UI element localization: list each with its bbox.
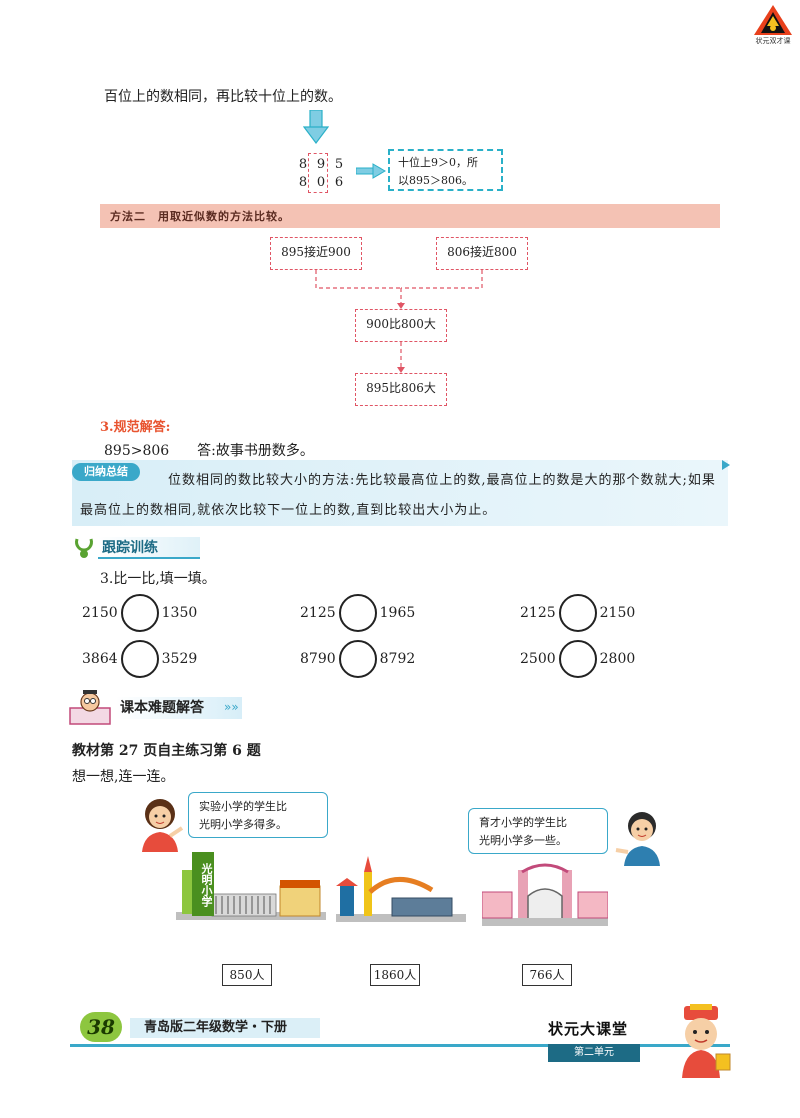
method1-conclusion-box: 十位上9＞0，所 以895＞806。 [388, 149, 503, 191]
boy-character-icon [615, 812, 660, 866]
comparison-item: 3864 3529 [82, 640, 197, 678]
girl-speech-bubble: 实验小学的学生比 光明小学多得多。 [188, 792, 328, 838]
answer-circle[interactable] [120, 594, 159, 632]
reading-owl-icon [69, 690, 111, 725]
page-number: 38 [80, 1012, 122, 1042]
chevrons-right-icon: »» [224, 700, 239, 714]
boy-speech-bubble: 育才小学的学生比 光明小学多一些。 [468, 808, 608, 854]
right-arrow-icon [356, 163, 386, 179]
method2-banner [100, 204, 720, 228]
approx-box-895: 895接近900 [270, 237, 362, 270]
down-arrow-icon [303, 110, 329, 144]
result-box: 895比806大 [355, 373, 447, 406]
section3-answer: 895>806 答:故事书册数多。 [104, 443, 314, 459]
textbook-title: 教材第 27 页自主练习第 6 题 [72, 743, 261, 759]
shiyan-school-gate-icon [336, 856, 466, 922]
tracking-question: 3.比一比,填一填。 [100, 571, 216, 587]
count-box-850: 850人 [222, 964, 272, 986]
summary-band [72, 460, 728, 526]
answer-circle[interactable] [120, 640, 159, 678]
unit-tag: 第二单元 [548, 1044, 640, 1062]
comparison-item: 2500 2800 [520, 640, 635, 678]
publisher-logo-text: 状元双才课 [755, 37, 791, 45]
publisher-logo-icon [754, 5, 792, 35]
count-box-766: 766人 [522, 964, 572, 986]
method2-label: 方法二 用取近似数的方法比较。 [110, 210, 290, 223]
summary-arrow-icon [722, 460, 730, 470]
textbook-label: 课本难题解答 [116, 697, 242, 719]
answer-circle[interactable] [338, 594, 377, 632]
comparison-item: 8790 8792 [300, 640, 415, 678]
footer-brand: 状元大课堂 [548, 1020, 629, 1038]
section3-heading: 3.规范解答: [100, 420, 171, 435]
summary-pill: 归纳总结 [72, 463, 140, 481]
comparison-item: 2150 1350 [82, 594, 197, 632]
method1-intro: 百位上的数相同，再比较十位上的数。 [104, 89, 342, 105]
textbook-instruction: 想一想,连一连。 [72, 769, 175, 785]
summary-text: 位数相同的数比较大小的方法:先比较最高位上的数,最高位上的数是大的那个数就大;如… [80, 473, 716, 518]
answer-circle[interactable] [338, 640, 377, 678]
footer-divider [70, 1044, 730, 1047]
answer-circle[interactable] [558, 640, 597, 678]
girl-character-icon [142, 799, 184, 852]
comparison-item: 2125 1965 [300, 594, 415, 632]
tracking-label: 跟踪训练 [98, 537, 200, 559]
approx-box-806: 806接近800 [436, 237, 528, 270]
guangming-school-sign: 光明小学 [192, 852, 214, 916]
compare-box-900-800: 900比800大 [355, 309, 447, 342]
tens-digit-highlight [308, 153, 328, 193]
mascot-icon [682, 1004, 731, 1078]
guangming-school-gate-icon [176, 870, 326, 920]
count-box-1860: 1860人 [370, 964, 420, 986]
footer-book-title: 青岛版二年级数学・下册 [130, 1018, 320, 1038]
comparison-item: 2125 2150 [520, 594, 635, 632]
answer-circle[interactable] [558, 594, 597, 632]
yucai-school-gate-icon [482, 863, 608, 926]
stethoscope-icon [75, 538, 93, 558]
